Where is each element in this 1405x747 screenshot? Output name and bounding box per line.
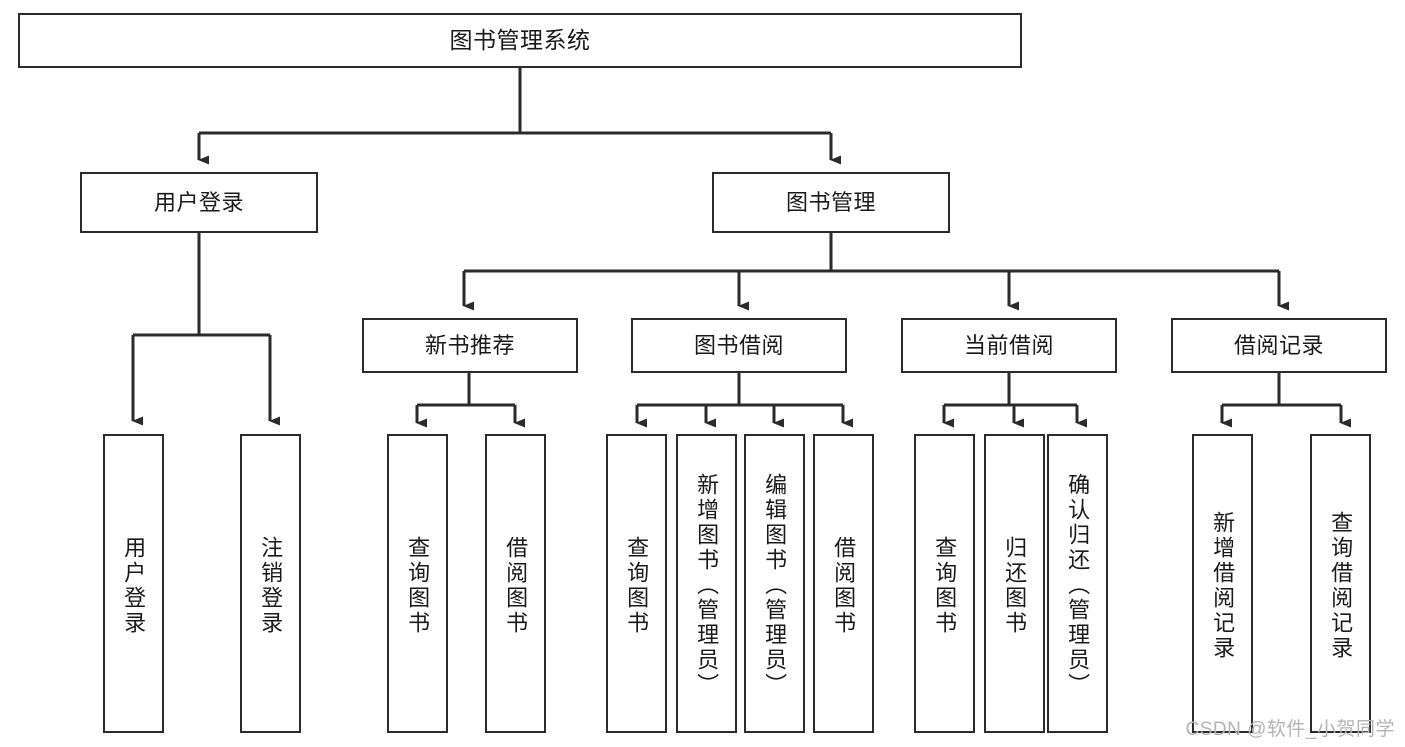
node-leaf-edit-book[interactable]: 编辑图书（管理员） <box>744 434 805 733</box>
node-new-book-recommend-label: 新书推荐 <box>424 332 515 358</box>
node-borrow-record-label: 借阅记录 <box>1233 332 1324 358</box>
node-current-borrow-label: 当前借阅 <box>963 332 1054 358</box>
node-book-management-label: 图书管理 <box>785 189 876 215</box>
node-leaf-add-record[interactable]: 新增借阅记录 <box>1192 434 1253 733</box>
node-leaf-query-book-recommend[interactable]: 查询图书 <box>387 434 448 733</box>
node-current-borrow[interactable]: 当前借阅 <box>901 318 1117 373</box>
node-new-book-recommend[interactable]: 新书推荐 <box>362 318 578 373</box>
watermark: CSDN @软件_小贺同学 <box>1185 719 1395 740</box>
node-borrow-record[interactable]: 借阅记录 <box>1171 318 1387 373</box>
node-leaf-borrow-book-recommend-label: 借阅图书 <box>503 535 529 636</box>
node-leaf-query-book-recommend-label: 查询图书 <box>405 535 431 636</box>
node-leaf-return-book-label: 归还图书 <box>1002 535 1028 636</box>
node-leaf-user-logout-label: 注销登录 <box>258 535 284 636</box>
node-leaf-query-book-current-label: 查询图书 <box>932 535 958 636</box>
node-leaf-user-login[interactable]: 用户登录 <box>103 434 164 733</box>
node-leaf-return-book[interactable]: 归还图书 <box>984 434 1045 733</box>
node-leaf-borrow-book-recommend[interactable]: 借阅图书 <box>485 434 546 733</box>
node-root[interactable]: 图书管理系统 <box>18 13 1022 68</box>
node-leaf-user-logout[interactable]: 注销登录 <box>240 434 301 733</box>
node-leaf-query-book-borrow-label: 查询图书 <box>624 535 650 636</box>
node-leaf-confirm-return-label: 确认归还（管理员） <box>1065 473 1091 698</box>
node-leaf-query-book-current[interactable]: 查询图书 <box>914 434 975 733</box>
node-leaf-query-record[interactable]: 查询借阅记录 <box>1310 434 1371 733</box>
node-leaf-borrow-book-label: 借阅图书 <box>831 535 857 636</box>
node-user-login-label: 用户登录 <box>153 189 244 215</box>
node-leaf-query-record-label: 查询借阅记录 <box>1328 510 1354 661</box>
node-leaf-add-book[interactable]: 新增图书（管理员） <box>676 434 737 733</box>
node-leaf-add-record-label: 新增借阅记录 <box>1210 510 1236 661</box>
node-book-borrow-label: 图书借阅 <box>693 332 784 358</box>
node-leaf-add-book-label: 新增图书（管理员） <box>694 473 720 698</box>
node-leaf-query-book-borrow[interactable]: 查询图书 <box>606 434 667 733</box>
node-book-borrow[interactable]: 图书借阅 <box>631 318 847 373</box>
node-leaf-confirm-return[interactable]: 确认归还（管理员） <box>1047 434 1108 733</box>
node-user-login[interactable]: 用户登录 <box>80 172 318 233</box>
node-book-management[interactable]: 图书管理 <box>712 172 950 233</box>
node-leaf-user-login-label: 用户登录 <box>121 535 147 636</box>
node-leaf-borrow-book[interactable]: 借阅图书 <box>813 434 874 733</box>
node-leaf-edit-book-label: 编辑图书（管理员） <box>762 473 788 698</box>
node-root-label: 图书管理系统 <box>449 27 591 54</box>
